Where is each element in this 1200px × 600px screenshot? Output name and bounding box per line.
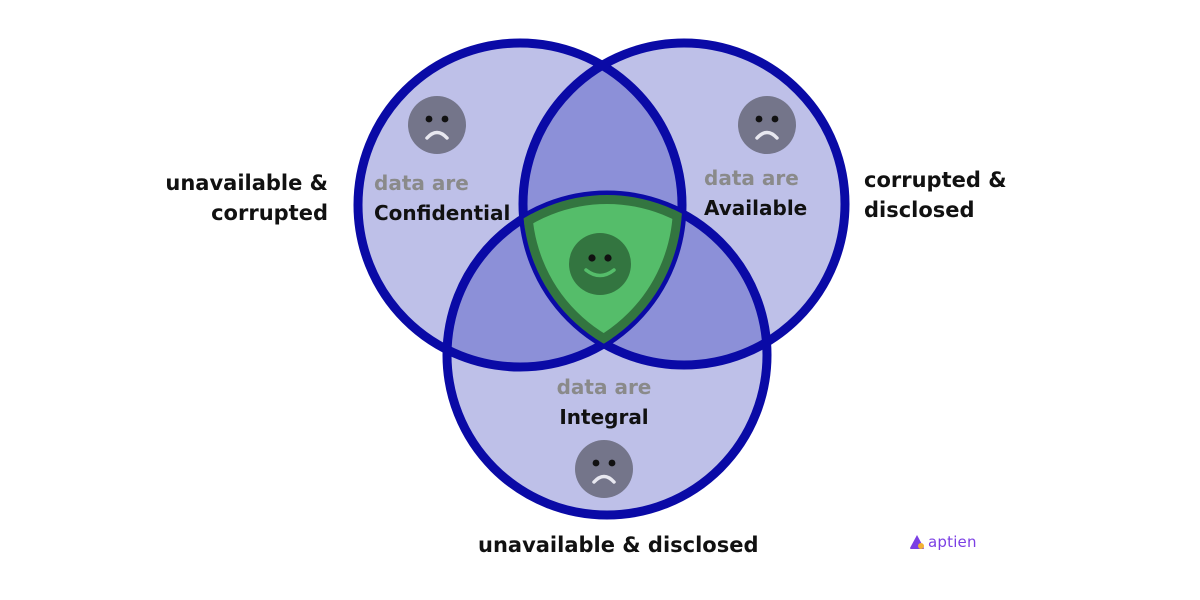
outer-label-right-line1: corrupted &	[864, 168, 1007, 192]
outer-label-left-line2: corrupted	[211, 201, 328, 225]
circle-confidential-outline	[353, 38, 687, 372]
aptien-logo-text: aptien	[928, 533, 977, 551]
label-confidential-prefix: data are	[374, 171, 469, 195]
label-integral-prefix: data are	[556, 375, 652, 399]
outer-label-right: corrupted & disclosed	[864, 165, 1007, 225]
label-available: data are Available	[704, 163, 807, 223]
aptien-logo-icon	[910, 535, 924, 549]
outer-label-bottom: unavailable & disclosed	[478, 533, 759, 557]
outer-label-right-line2: disclosed	[864, 198, 975, 222]
aptien-logo[interactable]: aptien	[909, 533, 977, 551]
label-available-name: Available	[704, 196, 808, 220]
label-integral-name: Integral	[559, 405, 649, 429]
label-available-prefix: data are	[704, 166, 799, 190]
circle-available-outline	[518, 38, 850, 370]
label-confidential: data are Confidential	[374, 168, 510, 228]
sad-face-icon	[408, 96, 466, 154]
outer-label-left: unavailable & corrupted	[165, 168, 328, 228]
happy-face-icon	[569, 233, 631, 295]
outer-label-left-line1: unavailable &	[165, 171, 328, 195]
sad-face-icon	[575, 440, 633, 498]
label-confidential-name: Confidential	[374, 201, 511, 225]
label-integral: data are Integral	[554, 372, 654, 432]
sad-face-icon	[738, 96, 796, 154]
